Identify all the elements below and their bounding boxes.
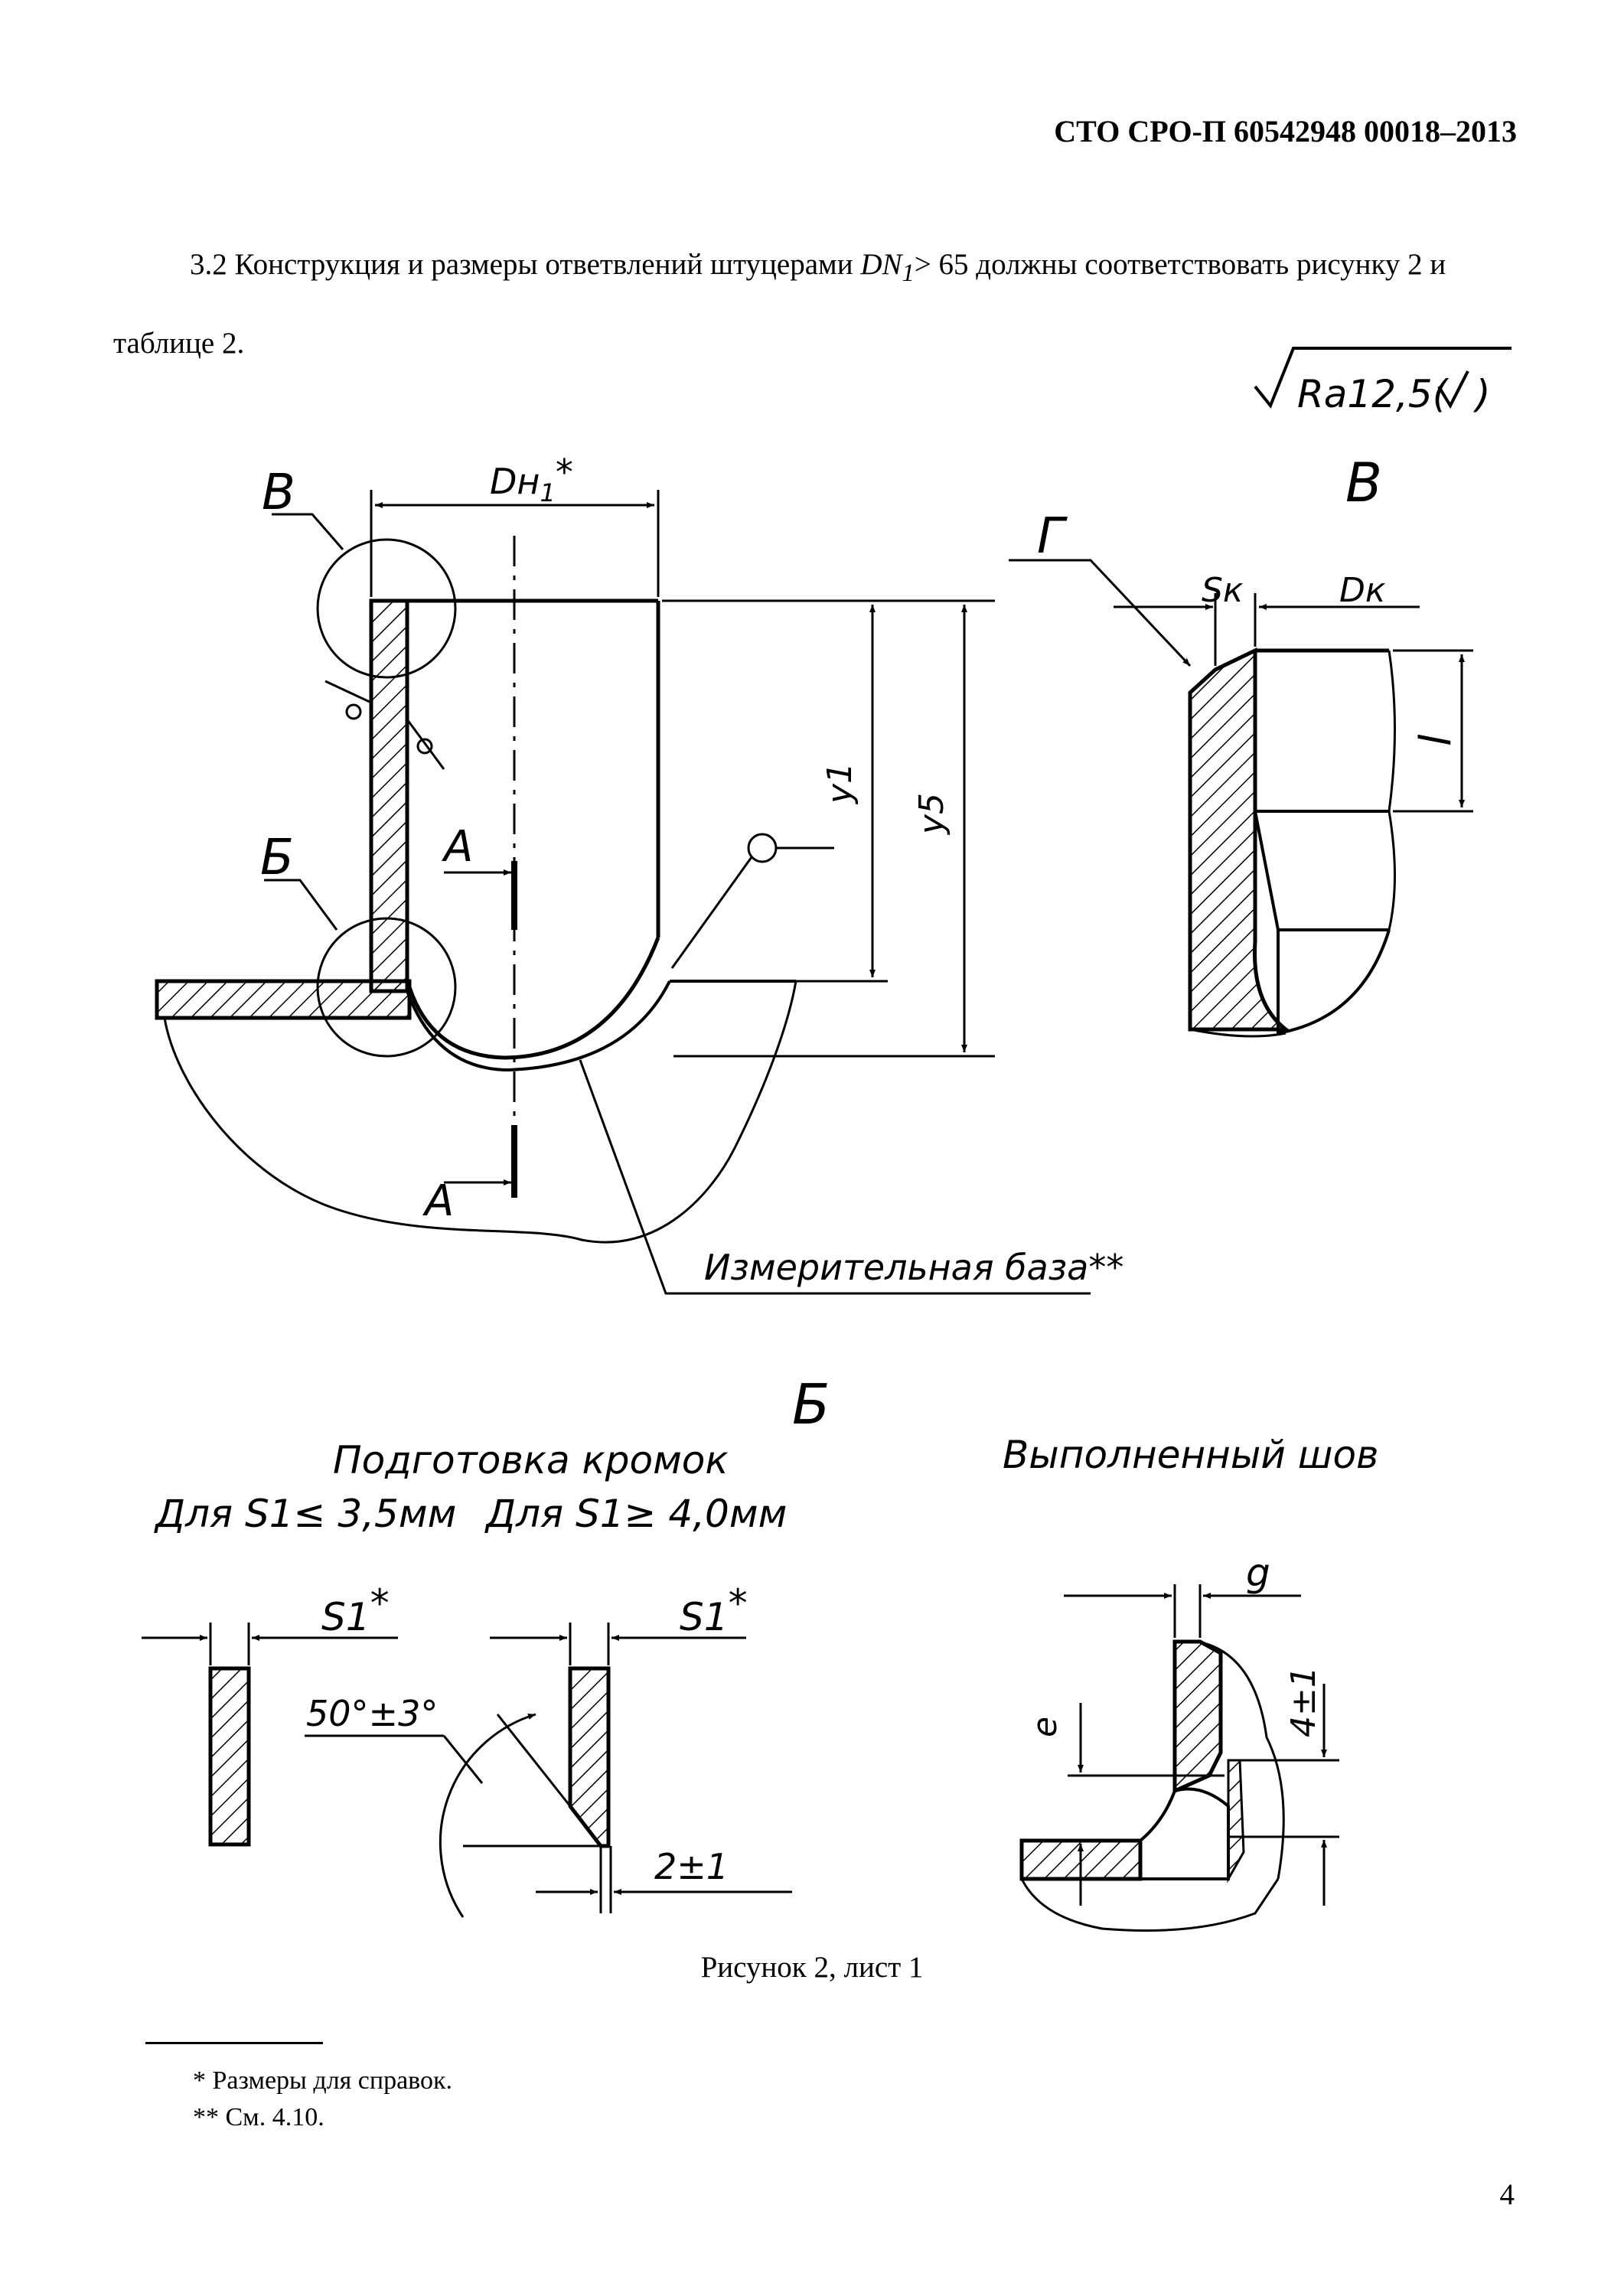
dim-e-label: e xyxy=(1026,1717,1065,1737)
leader-b-label: Б xyxy=(260,830,294,886)
condition-thick: Для S1≥ 4,0мм xyxy=(484,1492,787,1536)
dim-root-gap: 2±1 xyxy=(654,1846,729,1887)
dim-y5-label: y5 xyxy=(912,793,951,836)
shell-plate xyxy=(155,979,412,1020)
edge-prep-title: Подготовка кромок xyxy=(333,1438,729,1482)
section-a-bottom-label: А xyxy=(422,1176,454,1226)
dim-dn-label: Dн1* xyxy=(490,452,573,507)
document-code: СТО СРО-П 60542948 00018–2013 xyxy=(1054,114,1517,148)
figure-caption: Рисунок 2, лист 1 xyxy=(700,1951,924,1984)
section-a-top-label: А xyxy=(442,822,473,872)
condition-thin: Для S1≤ 3,5мм xyxy=(154,1492,456,1536)
roughness-symbol: Ra12,5( ) xyxy=(1254,347,1511,416)
detail-b-callout-circle xyxy=(316,917,457,1058)
dim-sk-label: Sк xyxy=(1202,571,1244,610)
dim-bevel-angle: 50°±3° xyxy=(306,1693,438,1734)
clause-var: DN xyxy=(860,248,902,281)
detail-v-callout-circle xyxy=(316,538,457,679)
footnote-rule xyxy=(145,2042,323,2044)
dim-4-label: 4±1 xyxy=(1284,1666,1323,1737)
main-view xyxy=(155,490,1091,1295)
footnote-2: ** См. 4.10. xyxy=(193,2103,324,2131)
dim-y1-label: y1 xyxy=(820,762,859,805)
dim-l-label: l xyxy=(1411,734,1461,746)
clause-var-sub: 1 xyxy=(902,259,915,287)
measurement-base-label: Измерительная база** xyxy=(704,1247,1123,1288)
detail-v-view xyxy=(1009,559,1473,1038)
weld-done-title: Выполненный шов xyxy=(1003,1433,1379,1477)
leader-v-label: В xyxy=(262,465,295,521)
dim-s1-thin: S1* xyxy=(321,1581,390,1639)
footnote-1: * Размеры для справок. xyxy=(193,2066,453,2095)
detail-b-title: Б xyxy=(792,1372,830,1437)
finished-weld xyxy=(1019,1584,1339,1932)
edge-prep-thick xyxy=(305,1623,792,1918)
leader-g-label: Г xyxy=(1037,508,1068,565)
clause-text-before: 3.2 Конструкция и размеры ответвлений шт… xyxy=(190,248,861,281)
roughness-close: ) xyxy=(1472,372,1491,416)
detail-v-title: В xyxy=(1345,452,1382,514)
roughness-value: Ra12,5( xyxy=(1297,372,1450,416)
dim-dk-label: Dк xyxy=(1339,571,1386,610)
dim-g-label: g xyxy=(1246,1551,1270,1595)
branch-wall-left xyxy=(369,598,409,993)
clause-text-after: > 65 должны соответствовать рисунку 2 и … xyxy=(113,248,1446,360)
dim-s1-thick: S1* xyxy=(680,1581,748,1639)
clause-3-2: 3.2 Конструкция и размеры ответвлений шт… xyxy=(113,230,1514,379)
page-number: 4 xyxy=(1499,2178,1515,2211)
edge-prep-thin xyxy=(142,1623,398,1847)
